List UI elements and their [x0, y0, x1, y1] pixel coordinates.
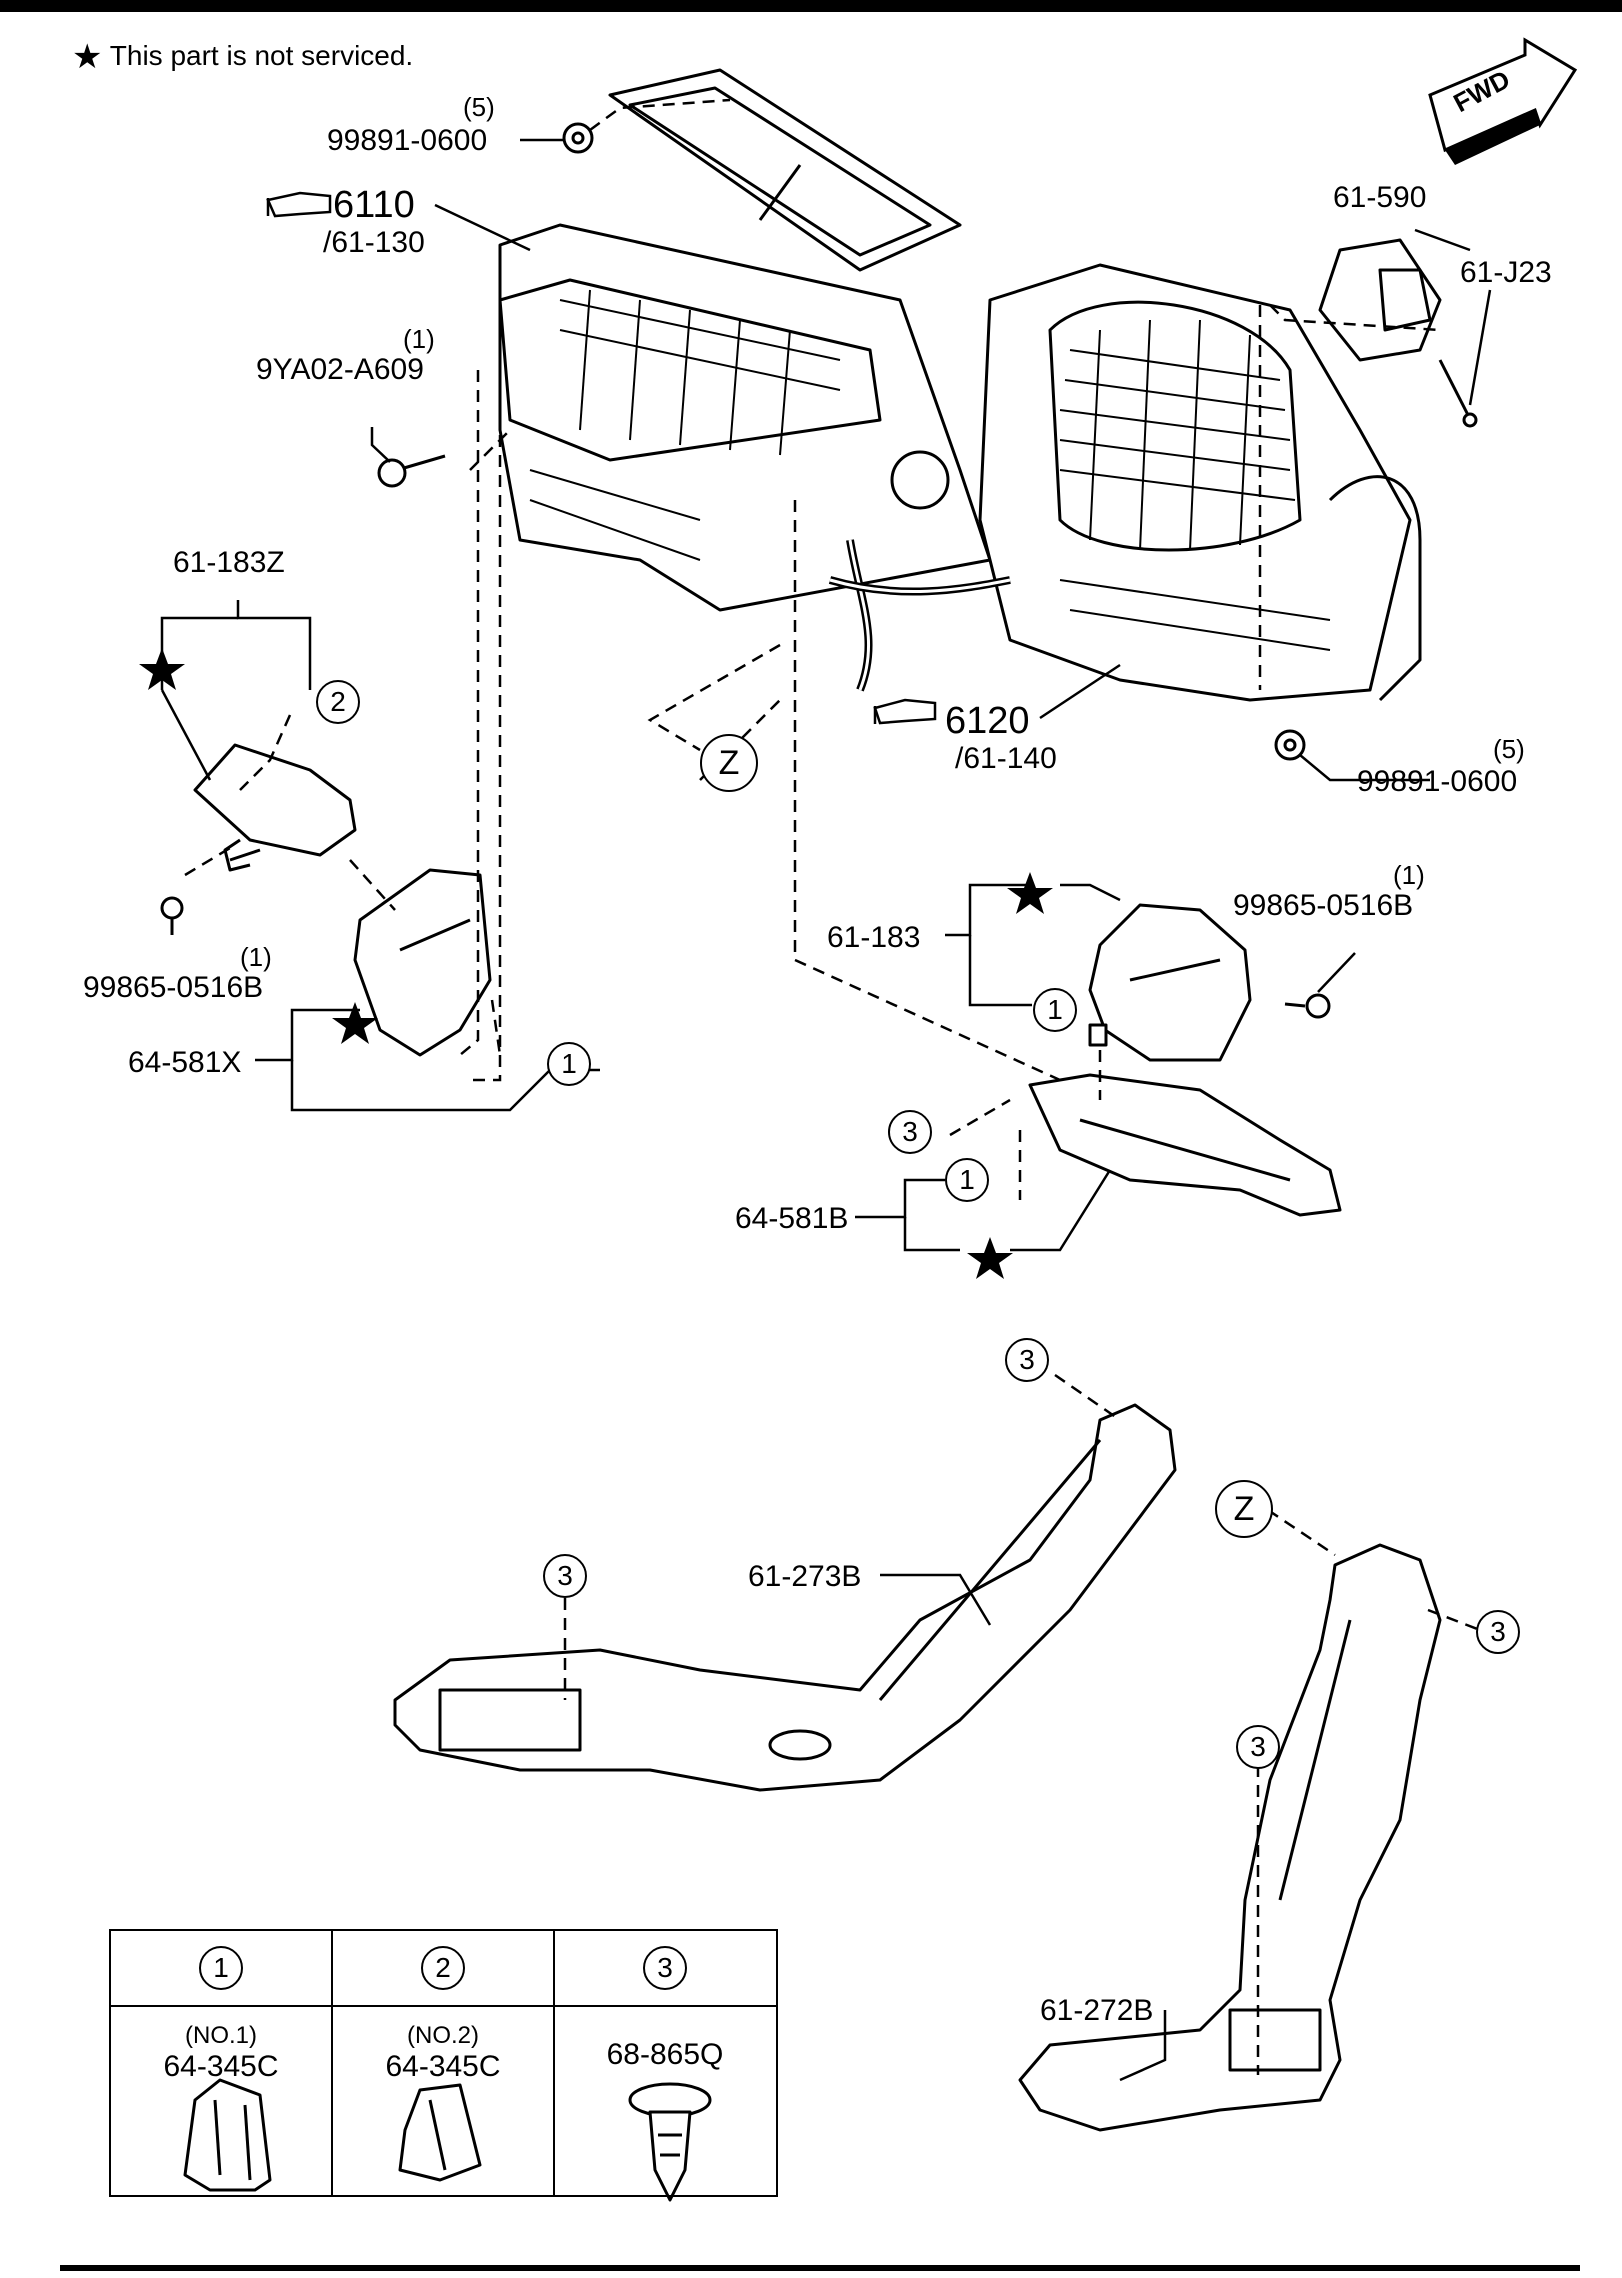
qty-label: (5)	[463, 92, 495, 122]
qty-label: (1)	[240, 942, 272, 972]
top-border-bar	[0, 0, 1622, 12]
view-ref-z: Z	[700, 734, 758, 792]
assembly-dashed-lines	[184, 98, 1481, 2075]
nut-icon	[562, 122, 594, 154]
view-ref-z: Z	[1215, 1480, 1273, 1538]
part-64-581B	[1028, 1073, 1342, 1217]
part-number-label: 64-581X	[128, 1046, 242, 1079]
pointing-hand-icon	[873, 698, 937, 725]
star-symbol: ★	[72, 38, 103, 76]
part-number-label: 61-J23	[1460, 256, 1552, 289]
legend-column: 2 (NO.2) 64-345C	[332, 1930, 554, 2196]
note-text: This part is not serviced.	[109, 40, 414, 71]
part-61-183	[1088, 903, 1252, 1062]
legend-column: 3 68-865Q	[554, 1930, 776, 2196]
marker-3: 3	[888, 1110, 932, 1154]
clip-64-345C-no1-icon	[183, 2078, 272, 2192]
star-icon	[332, 1002, 378, 1044]
part-61-273B	[393, 1403, 1177, 1792]
part-number-label: 61-273B	[748, 1560, 862, 1593]
legend-sub-label: (NO.1)	[185, 2022, 257, 2049]
part-64-581X	[353, 868, 492, 1057]
part-number-label: 64-581B	[735, 1202, 849, 1235]
part-number-label: 61-183Z	[173, 546, 285, 579]
nut-icon	[1274, 729, 1306, 761]
hvac-unit-assembly	[498, 68, 1422, 702]
part-61-183Z	[193, 743, 357, 872]
fastener-legend-table: 1 (NO.1) 64-345C 2 (NO.2) 64-345C 3 68-8…	[110, 1930, 777, 2196]
clip-68-865Q-icon	[628, 2082, 712, 2202]
legend-column: 1 (NO.1) 64-345C	[110, 1930, 332, 2196]
forward-arrow-icon	[1428, 37, 1578, 165]
module-61-590	[1318, 238, 1442, 362]
part-number-label: /61-130	[323, 226, 425, 259]
legend-marker: 3	[643, 1946, 687, 1990]
legend-marker: 2	[421, 1946, 465, 1990]
legend-part-number: 64-345C	[163, 2050, 279, 2083]
part-number-label: 61-183	[827, 921, 921, 954]
qty-label: (5)	[1493, 734, 1525, 764]
part-number-label: 99865-0516B	[83, 971, 264, 1004]
marker-1: 1	[1033, 988, 1077, 1032]
marker-3: 3	[1476, 1610, 1520, 1654]
part-number-label: /61-140	[955, 742, 1057, 775]
qty-label: (1)	[403, 324, 435, 354]
marker-3: 3	[1236, 1725, 1280, 1769]
part-number-label: 9YA02-A609	[256, 353, 424, 386]
marker-3: 3	[1005, 1338, 1049, 1382]
legend-grid	[109, 1929, 778, 2197]
part-number-label: 99891-0600	[327, 124, 488, 157]
marker-3: 3	[543, 1554, 587, 1598]
screw-icon	[160, 896, 184, 935]
star-icon	[1007, 872, 1053, 914]
main-ref-label: 6110	[333, 184, 415, 226]
marker-1: 1	[547, 1042, 591, 1086]
part-61-272B	[1018, 1543, 1442, 2132]
part-number-label: 61-590	[1333, 181, 1427, 214]
star-icon	[967, 1237, 1013, 1279]
clip-64-345C-no2-icon	[398, 2083, 482, 2182]
star-icon	[139, 648, 185, 690]
qty-label: (1)	[1393, 860, 1425, 890]
marker-1: 1	[945, 1158, 989, 1202]
part-number-label: 61-272B	[1040, 1994, 1154, 2027]
pointing-hand-icon	[266, 191, 332, 218]
part-number-label: 99891-0600	[1357, 765, 1518, 798]
legend-part-number: 68-865Q	[606, 2038, 724, 2071]
leader-lines	[160, 138, 1492, 2082]
main-ref-label: 6120	[945, 700, 1030, 742]
screw-icon	[1438, 359, 1478, 428]
screw-icon	[1284, 993, 1331, 1019]
bottom-border-bar	[60, 2265, 1580, 2271]
legend-part-number: 64-345C	[385, 2050, 501, 2083]
part-number-label: 99865-0516B	[1233, 889, 1414, 922]
marker-2: 2	[316, 680, 360, 724]
bolt-icon	[377, 454, 446, 488]
legend-marker: 1	[199, 1946, 243, 1990]
legend-sub-label: (NO.2)	[407, 2022, 479, 2049]
not-serviced-note: ★ This part is not serviced.	[72, 40, 413, 74]
